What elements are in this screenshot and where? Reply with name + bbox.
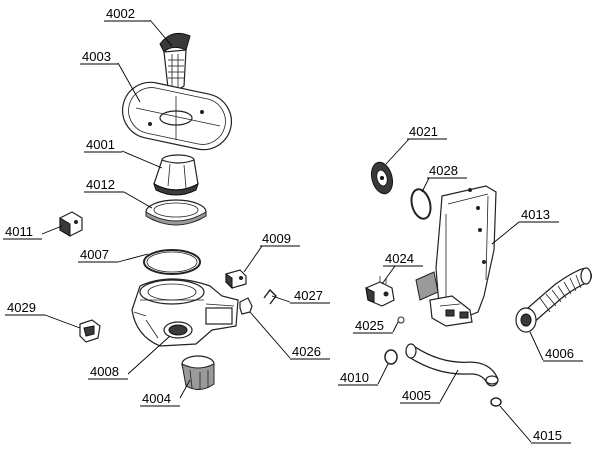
part-4004-pump [181,355,215,390]
part-4025-small-ring [397,316,405,324]
label-4013: 4013 [519,207,559,223]
part-4013-panel-assembly [415,185,497,327]
part-4011-connector [59,211,83,237]
label-4007: 4007 [78,247,118,263]
leader-lines [41,19,544,443]
label-4021: 4021 [407,124,447,140]
part-4009-valve [225,269,247,290]
part-4024-valve-assembly [365,276,395,307]
label-4005: 4005 [400,388,440,404]
part-4028-gasket [410,188,432,220]
part-4002-filter-cup [159,32,191,91]
label-4027-text: 4027 [294,288,323,303]
label-4025-text: 4025 [355,318,384,333]
part-4010-ring [384,349,398,365]
label-4028-text: 4028 [429,163,458,178]
label-4001-text: 4001 [86,137,115,152]
part-4015-small-ring [490,397,502,407]
label-4012-text: 4012 [86,177,115,192]
label-4001: 4001 [84,137,122,153]
label-4029: 4029 [5,300,45,316]
label-4013-text: 4013 [521,207,550,222]
label-4011-text: 4011 [5,224,33,239]
label-4010-text: 4010 [340,370,369,385]
label-4012: 4012 [84,177,124,193]
label-4027: 4027 [290,288,330,304]
part-4007-seal-ring [143,249,201,275]
label-4026-text: 4026 [292,344,321,359]
label-4003-text: 4003 [82,49,111,64]
label-4006: 4006 [543,346,583,362]
part-4006-corrugated-hose [515,267,592,333]
part-4021-fan-wheel [370,161,394,195]
label-4004-text: 4004 [142,391,171,406]
label-4009: 4009 [260,231,300,247]
part-4001-cone-filter [153,154,199,196]
label-4010: 4010 [338,370,378,386]
label-4011: 4011 [3,224,42,240]
label-4021-text: 4021 [409,124,438,139]
label-4015-text: 4015 [533,428,562,443]
part-4029-small-connector [79,319,101,343]
part-4026-bracket [239,297,253,315]
label-4028: 4028 [427,163,467,179]
label-4009-text: 4009 [262,231,291,246]
label-4004: 4004 [140,391,180,407]
label-4008-text: 4008 [90,364,119,379]
label-4024-text: 4024 [385,251,414,266]
part-4008-sump-housing [131,278,239,347]
label-4026: 4026 [290,344,330,360]
label-4002-text: 4002 [106,6,135,21]
label-4024: 4024 [383,251,423,267]
label-4008: 4008 [88,364,128,380]
part-4003-flat-filter [121,81,233,151]
part-4005-hose [405,343,499,387]
label-4029-text: 4029 [7,300,36,315]
label-4005-text: 4005 [402,388,431,403]
label-4002: 4002 [104,6,150,22]
label-4006-text: 4006 [545,346,574,361]
part-4012-ring [145,199,207,226]
label-4015: 4015 [531,428,571,444]
label-4025: 4025 [353,318,393,334]
label-4003: 4003 [80,49,118,65]
label-4007-text: 4007 [80,247,109,262]
part-4027-clip [263,288,277,305]
